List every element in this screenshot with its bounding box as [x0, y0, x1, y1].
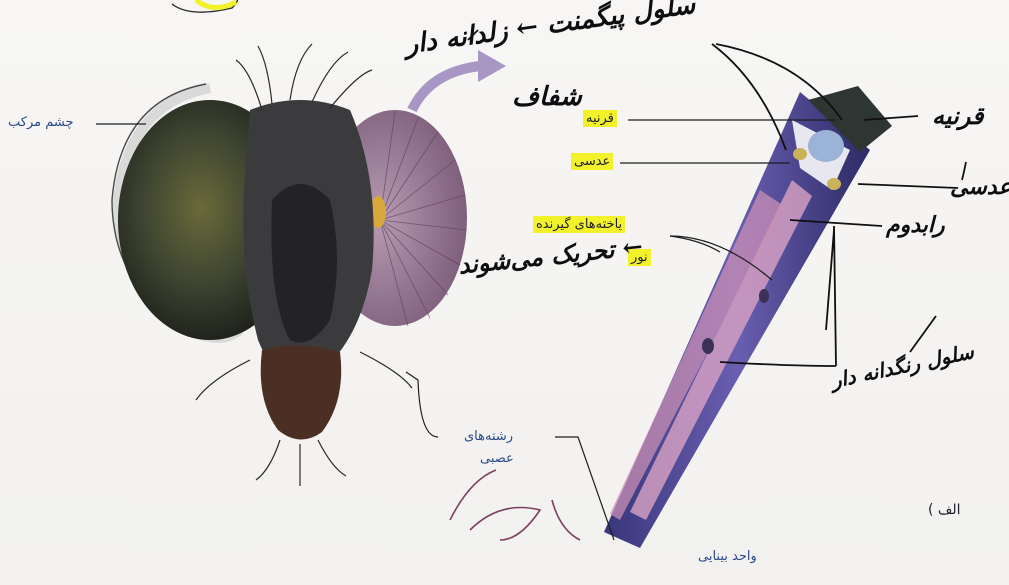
note-cornea-side: قرنیه [932, 104, 984, 128]
label-receptor-cells: یاخته‌های گیرنده [533, 218, 625, 231]
cornea-text: قرنیه [583, 110, 617, 127]
highlight-scribble-mark [196, 0, 236, 8]
handwritten-signature [450, 470, 580, 540]
label-cornea: قرنیه [583, 112, 617, 125]
nucleus-3 [702, 338, 714, 354]
lens-text: عدسی [571, 153, 613, 170]
zoom-arrow [412, 66, 480, 110]
receptor-cells-text: یاخته‌های گیرنده [533, 216, 625, 233]
zoom-arrow-head [478, 50, 506, 82]
label-nerve-fibers-2: عصبی [480, 452, 514, 465]
note-transparent: شفاف [512, 84, 582, 110]
label-visual-unit: واحد بینایی [698, 550, 757, 563]
nucleus-4 [759, 289, 769, 303]
label-lens: عدسی [571, 155, 613, 168]
nucleus-2 [827, 178, 841, 190]
ommatidium-highlight [630, 180, 812, 520]
fly-mouthparts [261, 345, 341, 439]
note-rhabdom: رابدوم [886, 214, 945, 236]
lens-cell [808, 130, 844, 162]
figure-letter: الف ) [928, 503, 961, 517]
nucleus-1 [793, 148, 807, 160]
note-lens-side: عدسی [950, 176, 1009, 198]
label-nerve-fibers: رشته‌های [464, 430, 513, 443]
label-compound-eye: چشم مرکب [8, 116, 74, 129]
